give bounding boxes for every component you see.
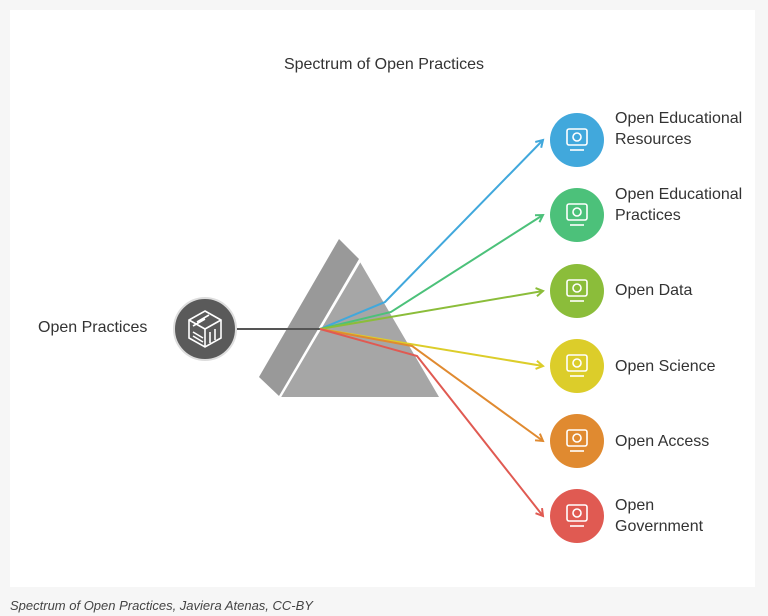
ray-open-access [319, 328, 545, 443]
node-open-educational-resources [550, 113, 604, 167]
node-open-access [550, 414, 604, 468]
label-open-educational-resources: Open Educational Resources [615, 110, 743, 148]
flask-window-icon [566, 354, 588, 377]
arrowhead-icon [534, 213, 545, 223]
document-a-icon [566, 429, 588, 452]
arrowhead-icon [535, 360, 545, 370]
arrowhead-icon [535, 287, 545, 297]
ray-open-educational-practices [319, 213, 545, 330]
node-open-educational-practices [550, 188, 604, 242]
source-node [173, 297, 237, 361]
arrowhead-icon [534, 433, 545, 443]
label-open-science: Open Science [615, 358, 716, 375]
data-cube-icon [566, 279, 588, 302]
government-building-icon [566, 504, 588, 527]
diagram-card [10, 10, 755, 587]
label-open-educational-practices: Open Educational Practices [615, 186, 743, 224]
monitor-book-icon [566, 128, 588, 151]
diagram-title: Spectrum of Open Practices [283, 56, 485, 73]
label-open-data: Open Data [615, 282, 693, 299]
source-label: Open Practices [38, 319, 148, 336]
ray-open-government [319, 328, 545, 518]
node-open-government [550, 489, 604, 543]
prism-back-face [259, 239, 359, 396]
label-open-government: Open Government [615, 497, 704, 535]
ray-open-data [319, 287, 545, 330]
node-open-science [550, 339, 604, 393]
arrowhead-icon [535, 138, 545, 149]
cube-icon [188, 310, 222, 348]
arrowhead-icon [535, 507, 545, 518]
label-open-access: Open Access [615, 433, 710, 450]
graduation-cap-icon [566, 203, 588, 226]
node-open-data [550, 264, 604, 318]
ray-open-educational-resources [319, 138, 545, 330]
prism-front-face [281, 262, 439, 397]
figure-caption: Spectrum of Open Practices, Javiera Aten… [10, 598, 313, 613]
